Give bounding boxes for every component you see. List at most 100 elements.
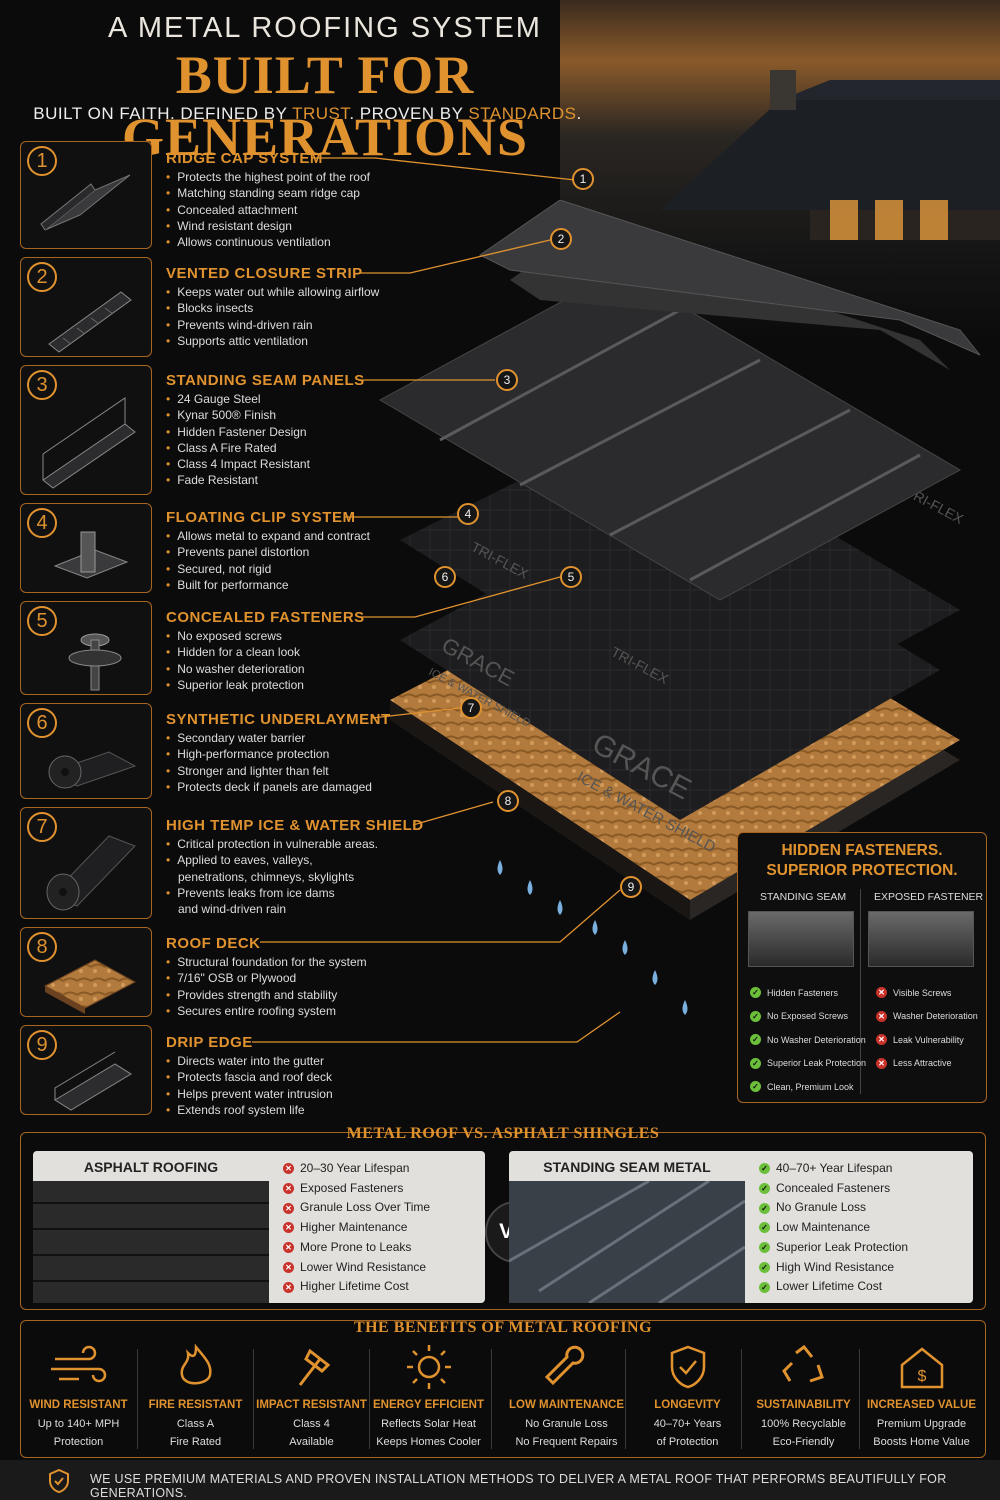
hammer-icon (298, 1348, 330, 1386)
component-list-8: Structural foundation for the system7/16… (166, 954, 366, 1019)
drip-edge-icon (54, 1051, 132, 1111)
x-icon: ✕ (283, 1202, 294, 1214)
check-icon: ✓ (750, 1057, 761, 1069)
flame-icon (180, 1343, 212, 1385)
exposed-fastener-cons: ✕Visible Screws ✕Washer Deterioration ✕L… (876, 981, 978, 1075)
clip-icon (53, 531, 129, 579)
x-icon: ✕ (876, 1057, 887, 1069)
callout-7: 7 (460, 697, 482, 719)
component-box-8: 8 (20, 927, 152, 1017)
sun-icon (406, 1345, 451, 1389)
house-roof-illustration (660, 70, 1000, 240)
asphalt-list: ✕20–30 Year Lifespan ✕Exposed Fasteners … (283, 1159, 430, 1297)
shield-icon (49, 1468, 69, 1494)
check-icon: ✓ (750, 1010, 761, 1022)
component-list-3: 24 Gauge SteelKynar 500® FinishHidden Fa… (166, 391, 310, 489)
comparison-section: METAL ROOF VS. ASPHALT SHINGLES ASPHALT … (20, 1125, 986, 1310)
callout-1: 1 (572, 168, 594, 190)
component-title-5: CONCEALED FASTENERS (166, 609, 365, 626)
x-icon: ✕ (283, 1222, 294, 1234)
shield-check-icon (670, 1345, 705, 1389)
component-box-6: 6 (20, 703, 152, 799)
component-title-1: RIDGE CAP SYSTEM (166, 150, 323, 167)
metal-roof-image (509, 1181, 745, 1303)
check-icon: ✓ (759, 1163, 770, 1175)
asphalt-shingles-image (33, 1181, 269, 1303)
callout-3: 3 (496, 369, 518, 391)
component-list-7: Critical protection in vulnerable areas.… (166, 836, 378, 917)
underlayment-layer (400, 420, 960, 740)
ridge-cap (479, 200, 981, 356)
footer-text: WE USE PREMIUM MATERIALS AND PROVEN INST… (90, 1472, 947, 1500)
x-icon: ✕ (283, 1281, 294, 1293)
x-icon: ✕ (283, 1242, 294, 1254)
component-list-4: Allows metal to expand and contractPreve… (166, 528, 370, 593)
asphalt-card: ASPHALT ROOFING ✕20–30 Year Lifespan ✕Ex… (33, 1151, 485, 1303)
component-title-8: ROOF DECK (166, 935, 261, 952)
callout-9: 9 (620, 876, 642, 898)
metal-card: STANDING SEAM METAL ✓40–70+ Year Lifespa… (509, 1151, 973, 1303)
standing-seam-heading: STANDING SEAM (760, 891, 847, 903)
shield-roll-icon (46, 835, 136, 911)
component-box-1: 1 (20, 141, 152, 249)
callout-6: 6 (434, 566, 456, 588)
wind-icon (50, 1345, 106, 1383)
leader-lines (252, 157, 621, 1043)
check-icon: ✓ (759, 1242, 770, 1254)
component-box-7: 7 (20, 807, 152, 919)
tagline: BUILT ON FAITH. DEFINED BY TRUST. PROVEN… (33, 104, 582, 123)
component-list-9: Directs water into the gutterProtects fa… (166, 1053, 332, 1118)
standing-seam-pros: ✓Hidden Fasteners ✓No Exposed Screws ✓No… (750, 981, 866, 1099)
component-box-9: 9 (20, 1025, 152, 1115)
component-title-4: FLOATING CLIP SYSTEM (166, 509, 356, 526)
metal-list: ✓40–70+ Year Lifespan ✓Concealed Fastene… (759, 1159, 908, 1297)
metal-title: STANDING SEAM METAL (543, 1159, 711, 1175)
x-icon: ✕ (283, 1261, 294, 1273)
deck-icon (43, 959, 137, 1014)
component-box-4: 4 (20, 503, 152, 593)
asphalt-title: ASPHALT ROOFING (83, 1159, 219, 1175)
component-title-9: DRIP EDGE (166, 1034, 253, 1051)
component-list-1: Protects the highest point of the roofMa… (166, 169, 370, 250)
wrench-icon (544, 1345, 584, 1386)
callout-4: 4 (457, 503, 479, 525)
callout-5: 5 (560, 566, 582, 588)
component-box-3: 3 (20, 365, 152, 495)
component-title-2: VENTED CLOSURE STRIP (166, 265, 363, 282)
page-title: BUILT FOR GENERATIONS (121, 45, 529, 167)
exposed-fastener-heading: EXPOSED FASTENER (874, 891, 984, 903)
check-icon: ✓ (750, 1034, 761, 1046)
house-dollar-icon: $ (900, 1347, 943, 1389)
component-title-6: SYNTHETIC UNDERLAYMENT (166, 711, 391, 728)
vent-strip-icon (48, 291, 132, 353)
roll-icon (48, 751, 137, 789)
panel-icon (42, 397, 136, 489)
hidden-fasteners-panel: HIDDEN FASTENERS.SUPERIOR PROTECTION. ST… (737, 832, 987, 1103)
component-list-5: No exposed screwsHidden for a clean look… (166, 628, 304, 693)
component-box-5: 5 (20, 601, 152, 695)
hidden-fasteners-title: HIDDEN FASTENERS.SUPERIOR PROTECTION. (766, 842, 958, 879)
x-icon: ✕ (876, 1010, 887, 1022)
benefits-title: THE BENEFITS OF METAL ROOFING (353, 1319, 653, 1336)
screw-icon (68, 633, 122, 691)
check-icon: ✓ (759, 1183, 770, 1195)
component-list-6: Secondary water barrierHigh-performance … (166, 730, 372, 795)
check-icon: ✓ (759, 1202, 770, 1214)
benefits-section: THE BENEFITS OF METAL ROOFING WIND RESIS… (20, 1319, 986, 1458)
component-title-3: STANDING SEAM PANELS (166, 372, 365, 389)
footer: WE USE PREMIUM MATERIALS AND PROVEN INST… (0, 1460, 1000, 1500)
component-box-2: 2 (20, 257, 152, 357)
header-line-1: A METAL ROOFING SYSTEM (108, 12, 542, 44)
recycle-icon (781, 1344, 824, 1383)
check-icon: ✓ (750, 987, 761, 999)
x-icon: ✕ (283, 1163, 294, 1175)
exposed-fastener-image (868, 911, 974, 967)
standing-seam-image (748, 911, 854, 967)
component-title-7: HIGH TEMP ICE & WATER SHIELD (166, 817, 424, 834)
check-icon: ✓ (759, 1222, 770, 1234)
